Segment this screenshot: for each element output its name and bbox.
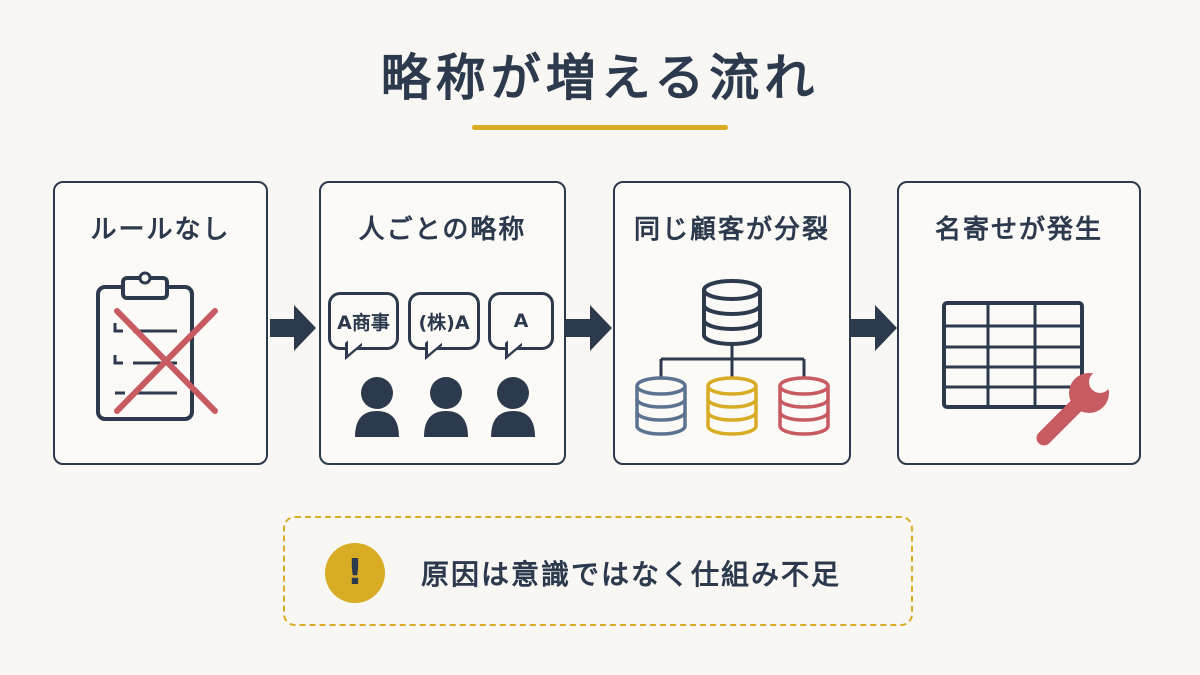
page-title: 略称が増える流れ [380,49,820,107]
step-card-customer-split: 同じ顧客が分裂 [613,181,851,465]
arrow-right-icon [851,305,897,351]
exclamation-icon: ! [325,543,385,603]
title-underline [472,125,728,130]
step-card-no-rules: ルールなし [53,181,268,465]
clipboard-crossed-icon [96,271,218,421]
note-text: 原因は意識ではなく仕組み不足 [421,558,842,591]
step-title: 人ごとの略称 [358,215,527,245]
step-title: 同じ顧客が分裂 [633,215,830,245]
speech-bubble: A [488,292,554,350]
step-title: ルールなし [90,215,231,245]
arrow-right-icon [270,305,316,351]
step-title: 名寄せが発生 [934,215,1103,245]
people-icon [355,377,535,437]
speech-bubble: (株)A [408,292,480,350]
arrow-right-icon [566,305,612,351]
table-wrench-icon [942,301,1111,446]
step-card-name-matching: 名寄せが発生 [897,181,1141,465]
speech-bubble: A商事 [328,292,399,350]
cause-note: ! 原因は意識ではなく仕組み不足 [283,516,913,626]
database-split-icon [635,279,830,436]
wrench-icon [1036,371,1111,446]
